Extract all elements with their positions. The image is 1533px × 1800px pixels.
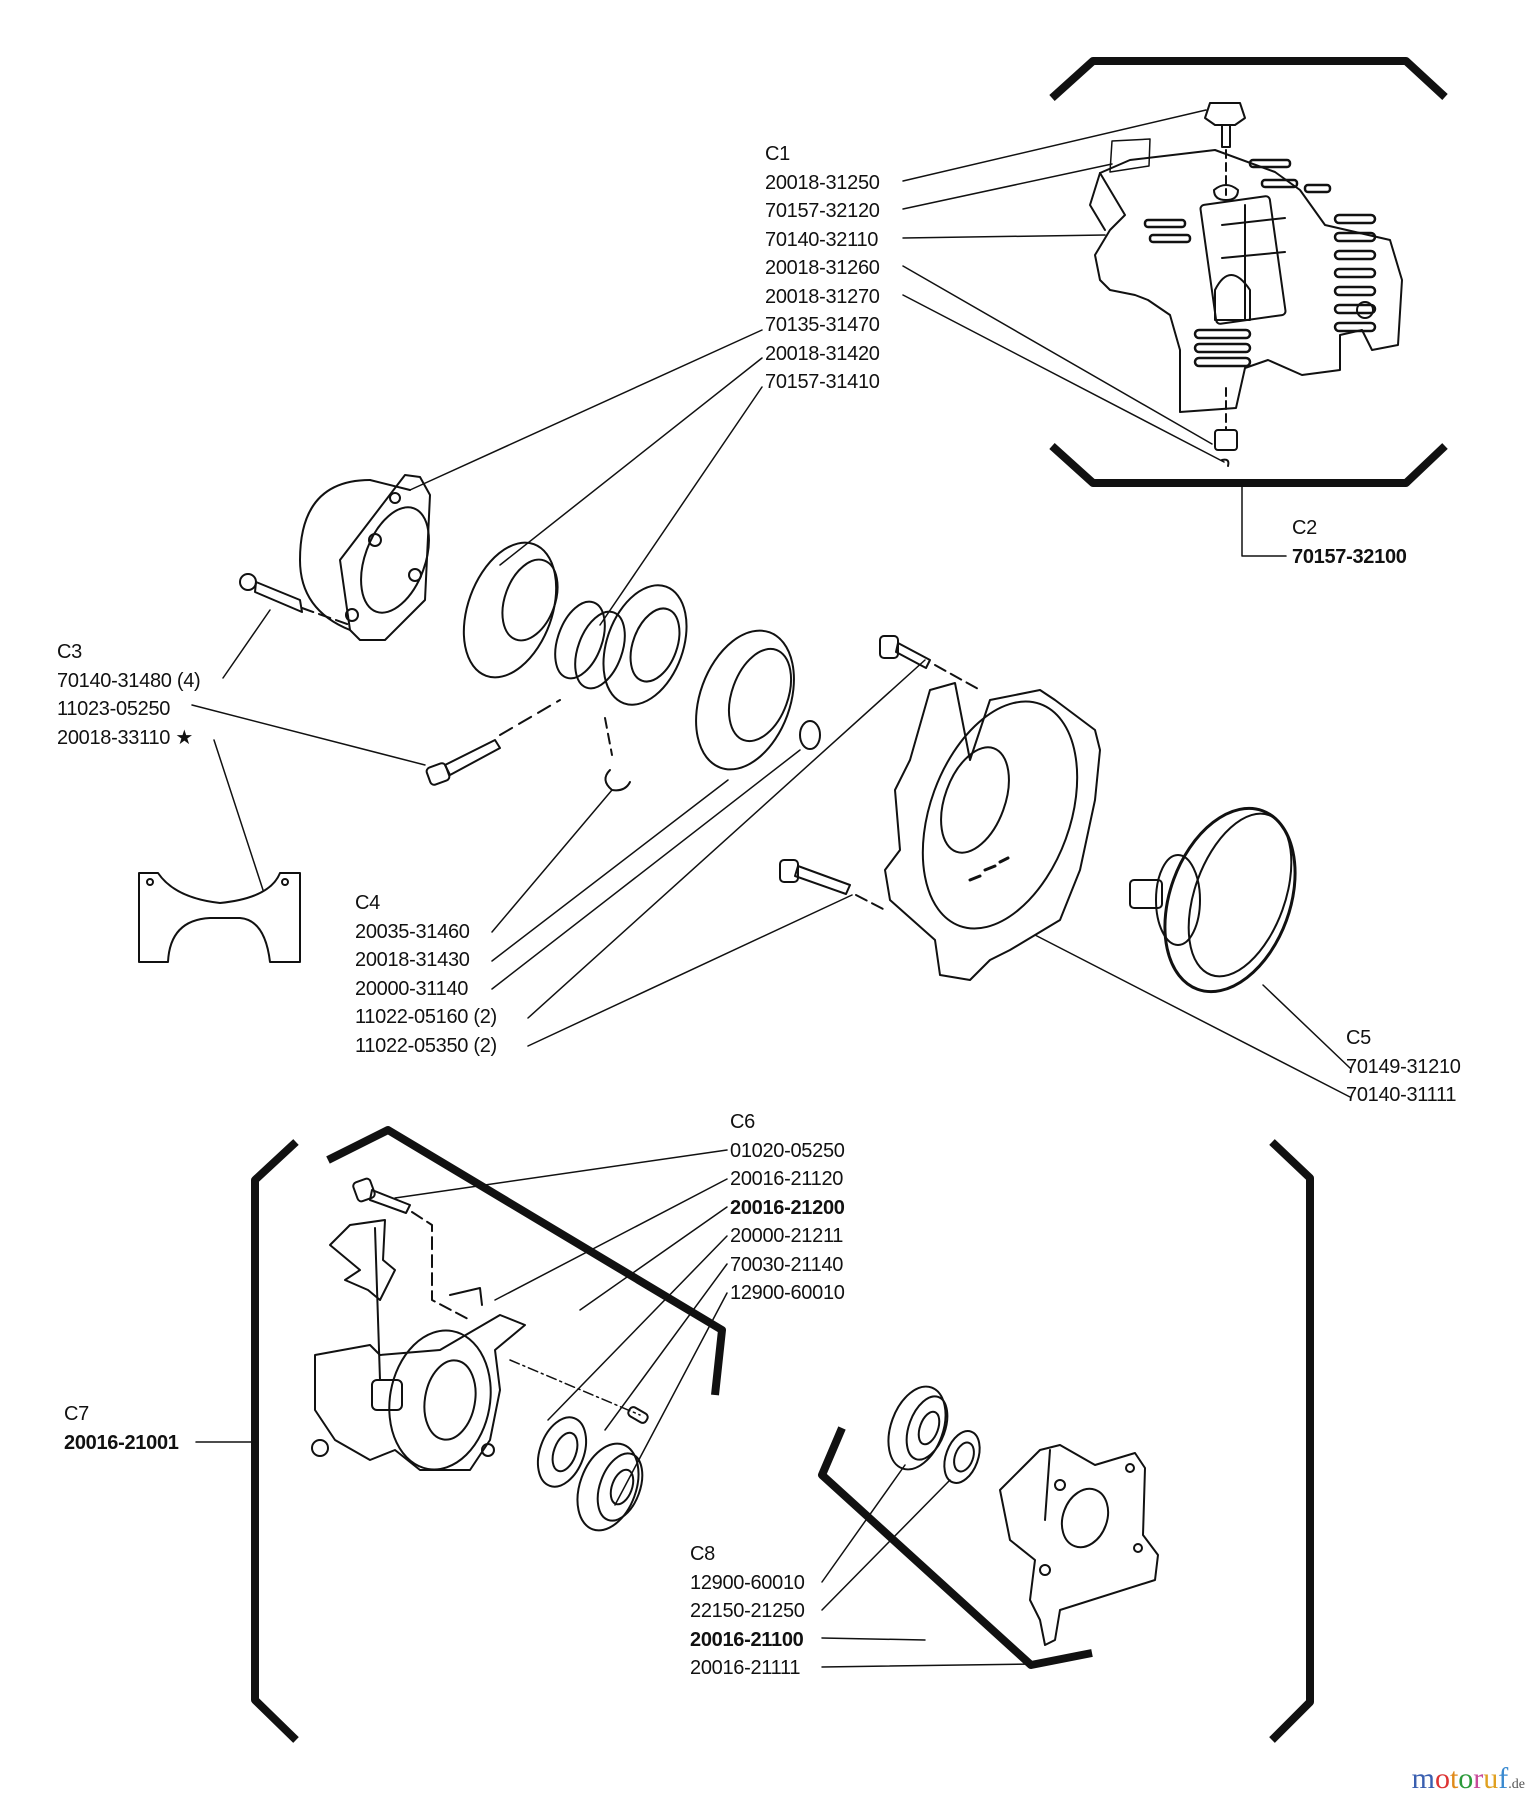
part-number[interactable]: 70157-32120: [765, 200, 880, 222]
part-number[interactable]: 70140-31111: [1346, 1084, 1457, 1106]
group-c2-labels: C2 70157-32100: [1292, 514, 1407, 571]
c5-bolt-lower: [779, 859, 886, 911]
group-id: C8: [690, 1543, 715, 1565]
c3-bolt-lower: [425, 699, 561, 786]
c5-leaders: [1034, 934, 1351, 1098]
part-number[interactable]: 70140-31480 (4): [57, 669, 201, 692]
group-id: C6: [730, 1111, 755, 1133]
group-c8-labels: C8 12900-60010 22150-21250 20016-21100 2…: [690, 1540, 805, 1683]
right-assembly-bracket: [1269, 1139, 1314, 1743]
part-number[interactable]: 70135-31470: [765, 314, 880, 336]
part-number[interactable]: 11022-05160 (2): [355, 1006, 497, 1028]
clutch-shoe-right: [695, 629, 795, 771]
clutch-spring-hub: [554, 584, 688, 706]
watermark-letter: r: [1473, 1762, 1484, 1795]
part-number[interactable]: 70140-32110: [765, 228, 879, 251]
part-number[interactable]: 20018-31250: [765, 171, 880, 194]
group-id: C2: [1292, 517, 1317, 539]
clutch-shoe-left: [462, 541, 559, 679]
cover-label-sticker: [1109, 138, 1151, 173]
c1-leaders: [409, 109, 1225, 626]
part-number[interactable]: 20018-31270: [765, 285, 880, 308]
part-number[interactable]: 11023-05250: [57, 698, 171, 720]
part-number[interactable]: 20018-33110 ★: [57, 726, 193, 749]
part-number[interactable]: 20016-21120: [730, 1168, 844, 1190]
part-number[interactable]: 70149-31210: [1346, 1055, 1461, 1078]
part-number[interactable]: 70157-31410: [765, 371, 880, 393]
group-id: C5: [1346, 1027, 1371, 1049]
part-number[interactable]: 01020-05250: [730, 1139, 845, 1162]
group-c3-labels: C3 70140-31480 (4) 11023-05250 20018-331…: [57, 638, 201, 752]
fan-housing: [884, 682, 1101, 981]
part-number[interactable]: 20000-21211: [730, 1225, 844, 1247]
dowel-pin: [627, 1406, 649, 1424]
watermark-logo: motoruf.de: [1412, 1762, 1525, 1796]
part-number[interactable]: 20035-31460: [355, 920, 470, 943]
c6-bolt: [352, 1177, 471, 1321]
group-c1-labels: C1 20018-31250 70157-32120 70140-32110 2…: [765, 140, 880, 397]
part-number[interactable]: 12900-60010: [690, 1571, 805, 1594]
c3-gasket: [138, 872, 301, 963]
oil-seal-c8: [943, 1430, 981, 1484]
part-number[interactable]: 20016-21111: [690, 1657, 801, 1679]
watermark-suffix: .de: [1508, 1777, 1525, 1792]
watermark-letter: m: [1411, 1762, 1435, 1795]
c5-bolt-upper: [879, 635, 981, 691]
group-c6-labels: C6 01020-05250 20016-21120 20016-21200 2…: [730, 1108, 845, 1308]
group-id: C4: [355, 892, 380, 914]
c8-leaders: [821, 1464, 1036, 1668]
c8-assembly-bracket: [818, 1426, 1093, 1669]
c4-leaders: [491, 659, 926, 1047]
group-id: C1: [765, 143, 790, 165]
part-number[interactable]: 70030-21140: [730, 1253, 844, 1276]
cover-part: [1089, 149, 1403, 413]
part-number[interactable]: 70157-32100: [1292, 545, 1407, 568]
part-number[interactable]: 22150-21250: [690, 1600, 805, 1622]
part-number[interactable]: 20018-31420: [765, 342, 880, 365]
group-c5-labels: C5 70149-31210 70140-31111: [1346, 1024, 1461, 1110]
c6-leaders: [394, 1149, 728, 1506]
part-number[interactable]: 20018-31260: [765, 257, 880, 279]
watermark-letter: o: [1434, 1762, 1450, 1795]
crankcase-right-half: [999, 1444, 1159, 1646]
washer: [799, 720, 821, 750]
part-number[interactable]: 20016-21100: [690, 1628, 804, 1651]
watermark-letter: t: [1449, 1762, 1459, 1795]
watermark-letter: f: [1498, 1762, 1509, 1795]
part-number[interactable]: 12900-60010: [730, 1282, 845, 1304]
group-id: C7: [64, 1403, 89, 1425]
oil-seal-c6: [536, 1416, 588, 1488]
bearing-c6: [576, 1442, 644, 1532]
part-number[interactable]: 20018-31430: [355, 949, 470, 971]
group-id: C3: [57, 641, 82, 663]
c2-leader: [1241, 485, 1287, 557]
group-c7-labels: C7 20016-21001: [64, 1400, 179, 1457]
c6-axis: [509, 1359, 641, 1416]
part-number[interactable]: 20000-31140: [355, 977, 469, 1000]
c7-assembly-bracket: [251, 1139, 299, 1743]
group-c4-labels: C4 20035-31460 20018-31430 20000-31140 1…: [355, 889, 497, 1060]
part-number[interactable]: 11022-05350 (2): [355, 1034, 497, 1057]
c6-assembly-bracket: [326, 1126, 726, 1396]
cover-knob: [1204, 102, 1246, 467]
part-number[interactable]: 20016-21200: [730, 1196, 845, 1219]
c3-bolt-upper: [239, 573, 351, 626]
watermark-letter: u: [1483, 1762, 1499, 1795]
part-number[interactable]: 20016-21001: [64, 1431, 179, 1454]
watermark-letter: o: [1458, 1762, 1474, 1795]
c2-assembly-bracket: [1049, 57, 1448, 487]
clutch-housing: [299, 474, 431, 641]
c3-leaders: [191, 609, 426, 891]
e-clip: [604, 717, 631, 792]
crankcase-left-half: [311, 1219, 526, 1471]
clutch-drum: [1129, 806, 1297, 994]
